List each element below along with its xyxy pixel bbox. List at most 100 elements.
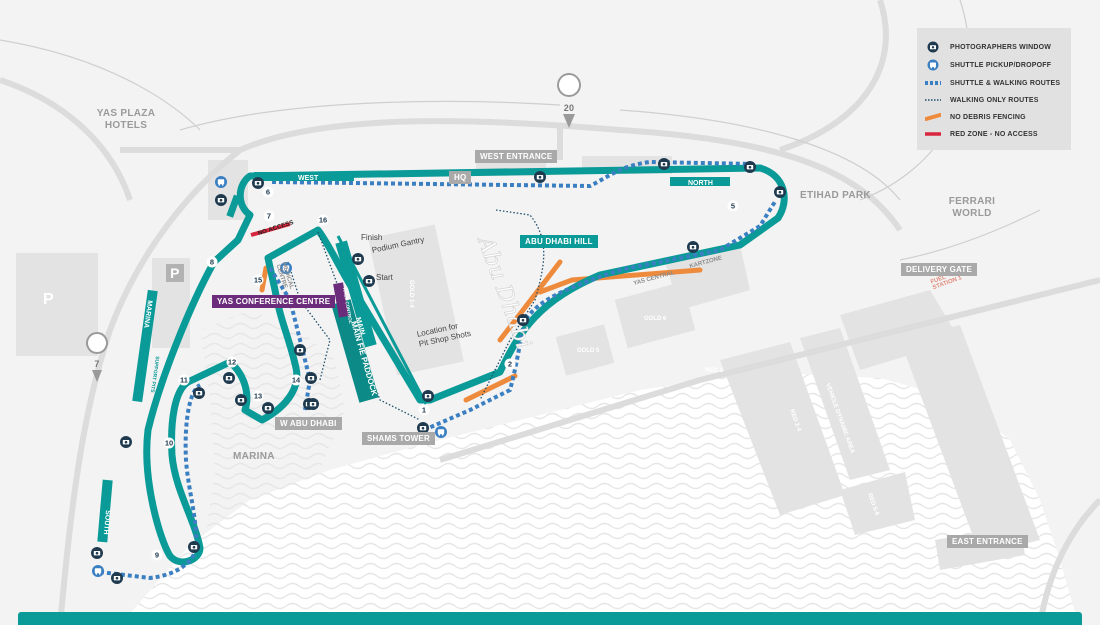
turn-number-label: 11 (180, 376, 188, 385)
tag-hq: HQ (449, 171, 472, 184)
turn-number-label: 15 (254, 276, 262, 285)
camera-icon (417, 422, 429, 434)
area-yas-plaza: YAS PLAZA HOTELS (96, 108, 156, 131)
dashed-line-icon (925, 77, 941, 89)
turn-number-9: 9 (151, 549, 163, 561)
turn-number-11: 11 (178, 374, 190, 386)
turn-number-label: 2 (508, 360, 512, 369)
legend-label: PHOTOGRAPHERS WINDOW (950, 43, 1052, 51)
turn-number-label: 9 (155, 551, 159, 560)
note-finish: Finish (361, 233, 383, 242)
turn-number-label: 13 (254, 392, 262, 401)
zone-gold-6: GOLD 6 (644, 316, 667, 322)
legend-label: NO DEBRIS FENCING (950, 113, 1026, 121)
turn-number-label: 6 (266, 188, 270, 197)
photographer-windows (91, 158, 786, 584)
camera-icon (422, 390, 434, 402)
camera-icon (925, 41, 941, 53)
bus-icon (435, 426, 447, 438)
area-etihad-park: ETIHAD PARK (800, 190, 871, 201)
camera-icon (262, 402, 274, 414)
turn-number-12: 12 (226, 356, 238, 368)
tag-delivery-gate: DELIVERY GATE (901, 263, 978, 276)
grandstand-race-control: RACE CONTROL (342, 287, 353, 324)
tag-west-entrance: WEST ENTRANCE (475, 150, 558, 163)
turn-number-6: 6 (262, 186, 274, 198)
camera-icon (363, 275, 375, 287)
turn-number-label: 8 (210, 258, 214, 267)
orange-bar-icon (925, 111, 941, 123)
legend-label: SHUTTLE PICKUP/DROPOFF (950, 61, 1052, 69)
camera-icon (91, 547, 103, 559)
turn-number-label: 14 (292, 376, 301, 385)
camera-icon (111, 572, 123, 584)
legend-label: WALKING ONLY ROUTES (950, 96, 1039, 104)
legend-label: RED ZONE - NO ACCESS (950, 130, 1038, 138)
camera-icon (294, 344, 306, 356)
legend-row-no-debris: NO DEBRIS FENCING (925, 111, 1026, 123)
grandstands (97, 172, 730, 543)
no-debris-fencing (259, 259, 703, 403)
camera-icon (235, 394, 247, 406)
camera-icon (774, 186, 786, 198)
dotted-line-icon (925, 94, 941, 106)
turn-number-10: 10 (163, 437, 175, 449)
camera-icon (215, 194, 227, 206)
camera-icon (120, 436, 132, 448)
camera-icon (517, 314, 529, 326)
area-ferrari-world: FERRARI WORLD (948, 196, 996, 219)
turn-number-2: 2 (504, 358, 516, 370)
turn-number-13: 13 (252, 390, 264, 402)
camera-icon (188, 541, 200, 553)
zone-gold-5: GOLD 5 (577, 348, 600, 354)
legend-row-shuttle-stop: SHUTTLE PICKUP/DROPOFF (925, 59, 1051, 71)
race-control-block (333, 282, 349, 318)
area-marina: MARINA (233, 451, 275, 462)
bus-icon (92, 565, 104, 577)
map-legend: PHOTOGRAPHERS WINDOW SHUTTLE PICKUP/DROP… (917, 28, 1071, 150)
legend-label: SHUTTLE & WALKING ROUTES (950, 79, 1061, 87)
camera-icon (307, 398, 319, 410)
turn-number-7: 7 (263, 210, 275, 222)
zone-red-1: RED 1 (705, 368, 723, 374)
grandstand-south: SOUTH (102, 510, 111, 535)
camera-icon (223, 372, 235, 384)
turn-number-label: 10 (165, 439, 173, 448)
camera-icon (658, 158, 670, 170)
tag-east-entrance: EAST ENTRANCE (947, 535, 1028, 548)
grandstand-marina-support: SUPPORT PITS (149, 356, 160, 394)
grandstand-marina: MARINA (142, 300, 153, 329)
grandstand-main: MAIN (354, 317, 366, 336)
red-bar-icon (925, 128, 941, 140)
road-marker-7-label: 7 (94, 359, 100, 369)
legend-row-photographers: PHOTOGRAPHERS WINDOW (925, 41, 1051, 53)
camera-icon (687, 241, 699, 253)
camera-icon (352, 253, 364, 265)
parking-large: P (43, 291, 54, 308)
note-start: Start (376, 273, 393, 282)
road-marker-20 (557, 73, 581, 128)
turn-number-5: 5 (727, 200, 739, 212)
bus-icon (215, 176, 227, 188)
footer-band (18, 612, 1082, 625)
turn-number-label: 7 (267, 212, 271, 221)
grandstand-west: WEST (298, 175, 319, 182)
legend-row-shuttle-routes: SHUTTLE & WALKING ROUTES (925, 77, 1060, 89)
turn-number-8: 8 (206, 256, 218, 268)
bus-icon (280, 262, 292, 274)
camera-icon (744, 161, 756, 173)
grandstand-north: NORTH (688, 180, 713, 187)
turn-number-14: 14 (290, 374, 302, 386)
track (143, 164, 788, 566)
turn-number-label: 5 (731, 202, 735, 211)
zone-gold-1-4: GOLD 1-4 (408, 280, 414, 308)
camera-icon (252, 177, 264, 189)
turn-number-15: 15 (252, 274, 264, 286)
tag-shams-tower: SHAMS TOWER (362, 432, 435, 445)
turn-number-label: 1 (422, 406, 426, 415)
shuttle-stops (92, 176, 447, 577)
camera-icon (193, 387, 205, 399)
